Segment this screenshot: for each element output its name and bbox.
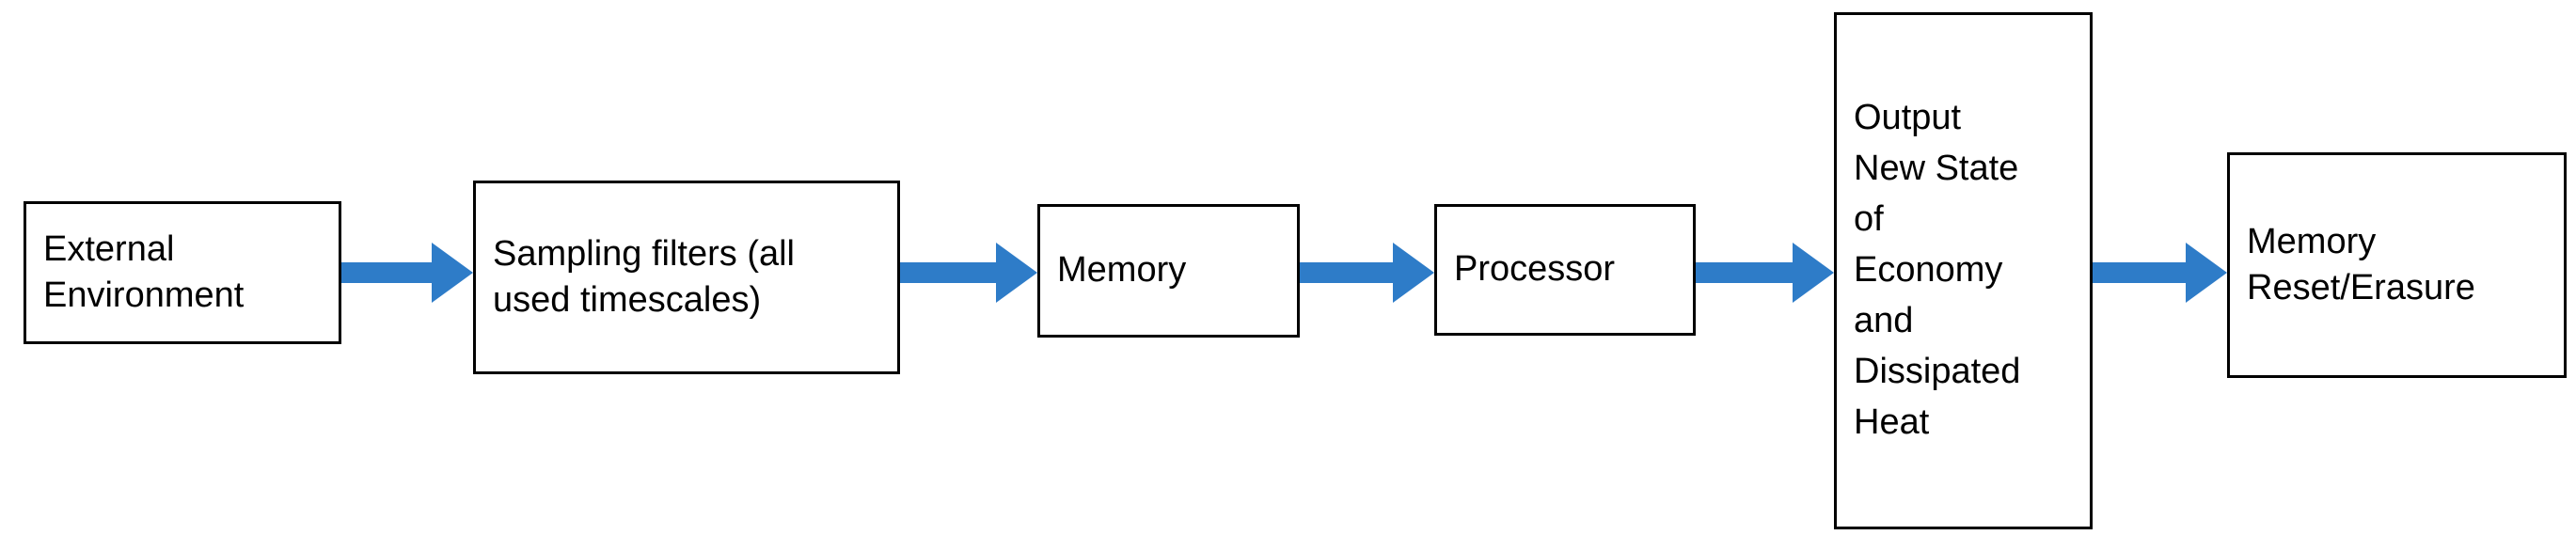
node-label-external-environment: External Environment: [43, 228, 245, 315]
arrow-head: [1393, 243, 1434, 303]
arrow-shaft: [2093, 262, 2186, 283]
arrow-shaft: [1696, 262, 1793, 283]
node-external-environment[interactable]: External Environment: [24, 201, 341, 344]
node-label-output-new-state: Output New State of Economy and Dissipat…: [1854, 98, 2021, 442]
arrow-head: [996, 243, 1037, 303]
node-memory[interactable]: Memory: [1037, 204, 1300, 338]
arrow-shaft: [1300, 262, 1393, 283]
node-label-sampling-filters: Sampling filters (all used timescales): [493, 233, 795, 320]
arrow-head: [2186, 243, 2227, 303]
node-sampling-filters[interactable]: Sampling filters (all used timescales): [473, 181, 900, 374]
node-label-memory-reset-erasure: Memory Reset/Erasure: [2247, 221, 2475, 307]
node-processor[interactable]: Processor: [1434, 204, 1696, 336]
arrow-shaft: [341, 262, 432, 283]
node-label-processor: Processor: [1454, 249, 1616, 290]
node-output-new-state[interactable]: Output New State of Economy and Dissipat…: [1834, 12, 2093, 529]
arrow-head: [432, 243, 473, 303]
node-label-memory: Memory: [1057, 250, 1187, 291]
node-memory-reset-erasure[interactable]: Memory Reset/Erasure: [2227, 152, 2567, 378]
arrow-head: [1793, 243, 1834, 303]
arrow-shaft: [900, 262, 996, 283]
